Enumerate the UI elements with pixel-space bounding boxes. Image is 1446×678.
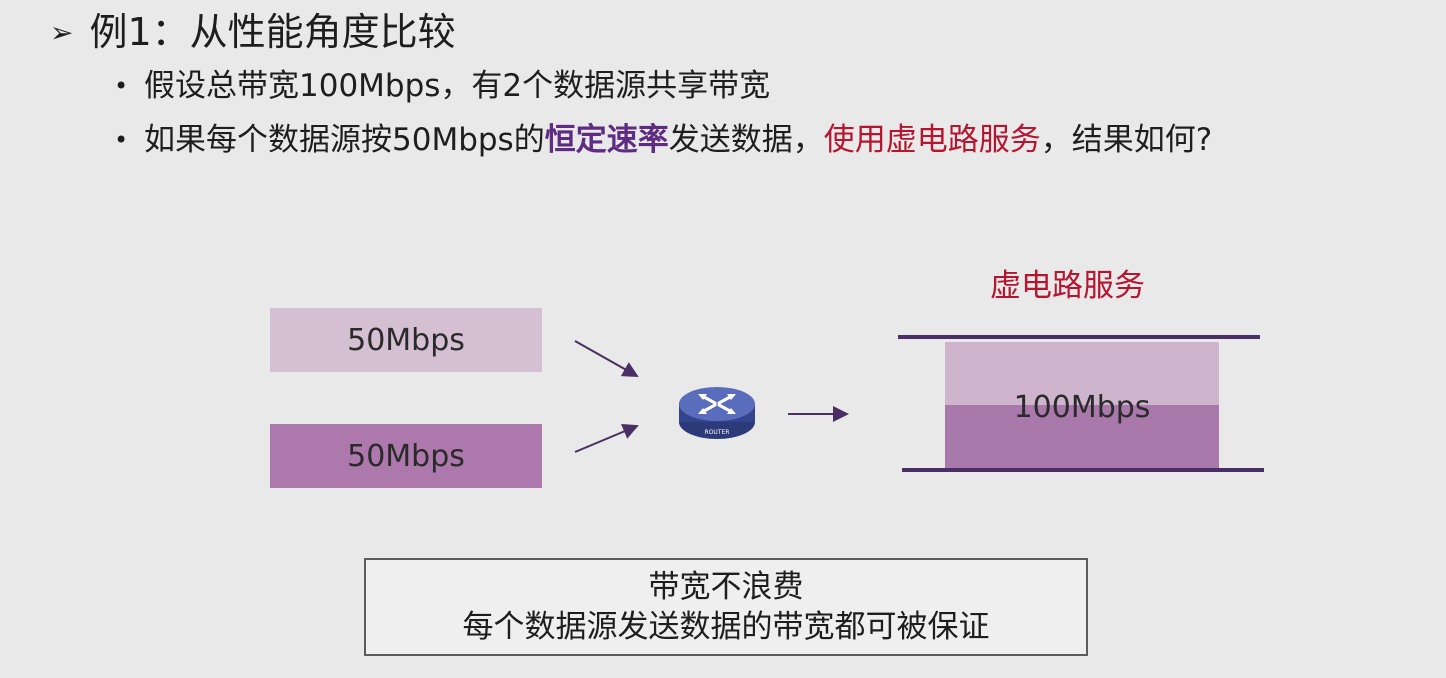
- highlight-constant-rate: 恒定速率: [544, 122, 669, 158]
- bullet-text: 假设总带宽100Mbps，有2个数据源共享带宽: [144, 68, 771, 104]
- highlight-virtual-circuit: 使用虚电路服务: [823, 122, 1041, 158]
- bullet-dot-icon: •: [114, 72, 129, 100]
- heading-text: 例1：从性能角度比较: [89, 10, 456, 54]
- virtual-circuit-title: 虚电路服务: [990, 268, 1145, 304]
- link-boundary-top: [898, 335, 1260, 339]
- result-line-1: 带宽不浪费: [648, 569, 804, 605]
- bullet-text-part: 如果每个数据源按50Mbps的: [144, 122, 545, 158]
- bullet-item-question: • 如果每个数据源按50Mbps的恒定速率发送数据，使用虚电路服务，结果如何?: [114, 118, 1212, 164]
- source-flow-top-label: 50Mbps: [347, 322, 465, 358]
- result-line-2: 每个数据源发送数据的带宽都可被保证: [462, 609, 990, 645]
- source-flow-top: 50Mbps: [270, 308, 542, 372]
- bullet-dot-icon: •: [114, 126, 129, 154]
- source-flow-bottom: 50Mbps: [270, 424, 542, 488]
- link-channel-top: [945, 342, 1219, 405]
- source-flow-bottom-label: 50Mbps: [347, 438, 465, 474]
- router-icon: ROUTER: [679, 387, 755, 439]
- result-box: 带宽不浪费 每个数据源发送数据的带宽都可被保证: [364, 558, 1088, 656]
- arrow-bullet-icon: ➢: [50, 16, 74, 49]
- link-bandwidth-label: 100Mbps: [1013, 390, 1151, 425]
- arrow-bottom-to-router: [574, 424, 639, 453]
- link-boundary-bottom: [902, 468, 1264, 472]
- bullet-item-bandwidth: • 假设总带宽100Mbps，有2个数据源共享带宽: [114, 64, 770, 110]
- arrow-top-to-router: [574, 340, 639, 377]
- router-label: ROUTER: [705, 429, 730, 436]
- bullet-text-part: ，结果如何?: [1040, 122, 1213, 158]
- link-channel-bottom: [945, 405, 1219, 468]
- slide-heading: ➢ 例1：从性能角度比较: [50, 6, 456, 62]
- bullet-text-part: 发送数据，: [668, 122, 824, 158]
